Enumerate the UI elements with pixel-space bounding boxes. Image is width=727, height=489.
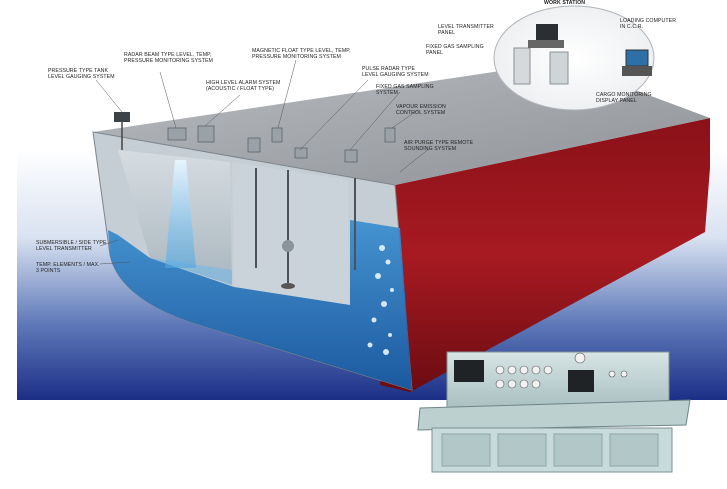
water-ballast: [108, 220, 412, 390]
float-base: [281, 283, 295, 289]
level-transmitter-cabinet: [513, 47, 531, 85]
gas-sampling-cabinet: [549, 51, 569, 85]
deck-equipment: [167, 125, 396, 163]
label-high-level-alarm: HIGH LEVEL ALARM SYSTEM (ACOUSTIC / FLOA…: [206, 80, 281, 92]
label-work-station: WORK STATION: [544, 0, 586, 6]
console-screen-left: [454, 360, 484, 382]
right-tank-interior: [232, 162, 350, 305]
label-magnetic-float: MAGNETIC FLOAT TYPE LEVEL, TEMP, PRESSUR…: [252, 48, 351, 60]
radar-beam: [165, 160, 196, 268]
label-pressure-type-tank: PRESSURE TYPE TANK LEVEL GAUGING SYSTEM: [48, 68, 115, 80]
console-dials: [495, 352, 628, 389]
loading-computer-case: [622, 66, 652, 76]
leader-lines: [95, 59, 431, 265]
label-submersible: SUBMERSIBLE / SIDE TYPE LEVEL TRANSMITTE…: [36, 240, 107, 252]
label-fixed-gas-sampling-panel: FIXED GAS SAMPLING PANEL: [426, 44, 484, 56]
console-doors: [441, 433, 659, 467]
label-cargo-monitoring-display-panel: CARGO MONITORING DISPLAY PANEL: [596, 92, 652, 104]
hull-side-red: [380, 118, 710, 392]
control-room-circle: [493, 5, 655, 111]
label-vapour-emission: VAPOUR EMISSION CONTROL SYSTEM: [396, 104, 446, 116]
label-pulse-radar: PULSE RADAR TYPE LEVEL GAUGING SYSTEM: [362, 66, 429, 78]
loading-computer-monitor: [625, 49, 649, 67]
air-bubbles: [367, 245, 394, 355]
label-loading-computer: LOADING COMPUTER IN C.C.R.: [620, 18, 677, 30]
workstation-monitor: [536, 24, 558, 40]
console-screen-right: [568, 370, 594, 392]
label-radar-beam: RADAR BEAM TYPE LEVEL, TEMP, PRESSURE MO…: [124, 52, 213, 64]
console-desk: [417, 399, 691, 431]
workstation-desk: [528, 40, 564, 48]
float-ball: [282, 240, 294, 252]
label-level-transmitter-panel: LEVEL TRANSMITTER PANEL: [438, 24, 494, 36]
magnetic-float-gauge: [255, 168, 356, 285]
label-temp-elements: TEMP. ELEMENTS / MAX. 3 POINTS: [36, 262, 100, 274]
label-fixed-gas-sampling-system: FIXED GAS SAMPLING SYSTEM: [376, 84, 434, 96]
label-air-purge: AIR PURGE TYPE REMOTE SOUNDING SYSTEM: [404, 140, 474, 152]
pressure-gauge-box: [114, 112, 130, 122]
